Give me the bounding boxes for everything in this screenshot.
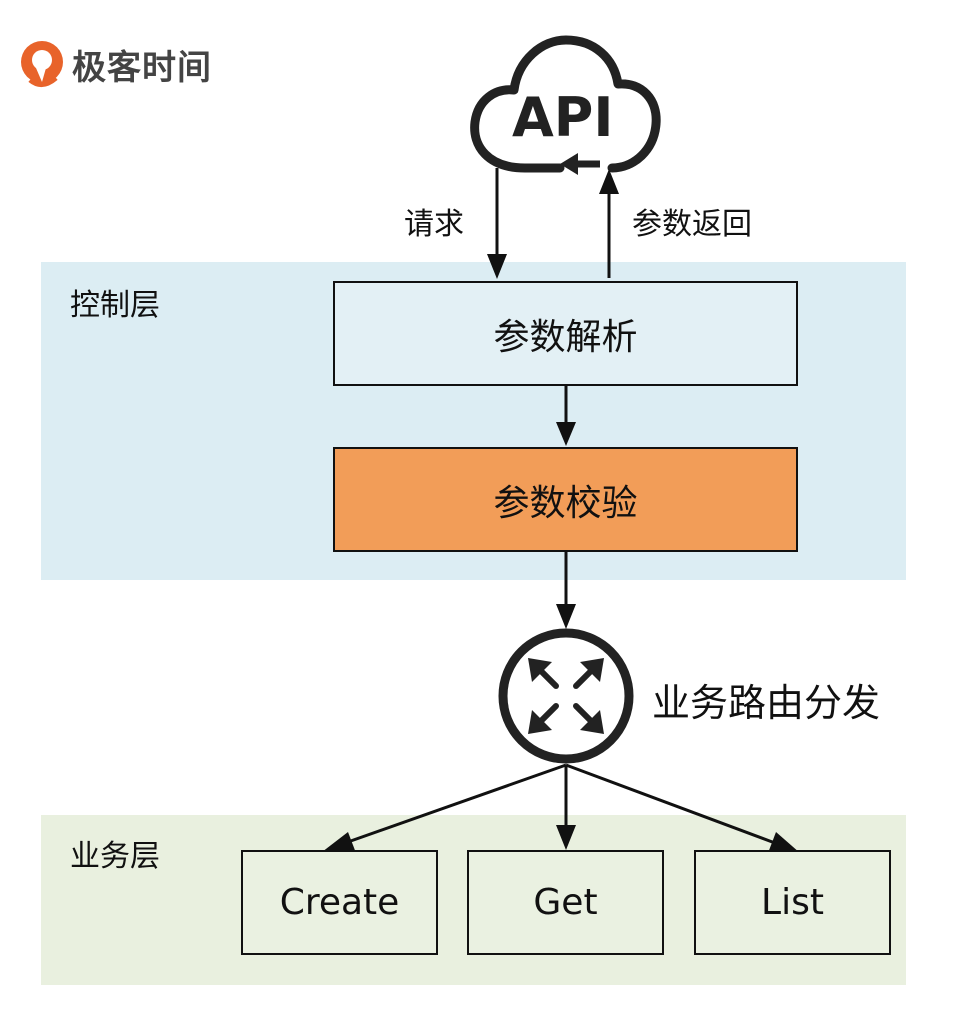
router-icon	[498, 628, 634, 764]
router-to-create-arrow	[344, 763, 567, 845]
response-label: 参数返回	[632, 207, 752, 242]
control-layer-label: 控制层	[70, 288, 160, 323]
request-label: 请求	[404, 207, 464, 242]
get-box: Get	[467, 850, 664, 955]
api-label: API	[512, 86, 614, 149]
param-validate-label: 参数校验	[493, 482, 638, 524]
param-validate-box: 参数校验	[333, 447, 798, 552]
brand-logo: 极客时间	[16, 38, 212, 90]
business-layer-label: 业务层	[70, 839, 160, 874]
list-box: List	[694, 850, 891, 955]
api-cloud-icon	[470, 35, 661, 175]
create-box: Create	[241, 850, 438, 955]
router-to-list-arrow	[565, 763, 776, 845]
param-parse-box: 参数解析	[333, 281, 798, 386]
get-label: Get	[533, 882, 598, 923]
router-label: 业务路由分发	[652, 681, 881, 725]
list-label: List	[761, 882, 824, 923]
create-label: Create	[279, 882, 400, 923]
brand-name: 极客时间	[72, 47, 212, 88]
param-parse-label: 参数解析	[493, 316, 638, 358]
brand-logo-icon	[21, 41, 63, 87]
